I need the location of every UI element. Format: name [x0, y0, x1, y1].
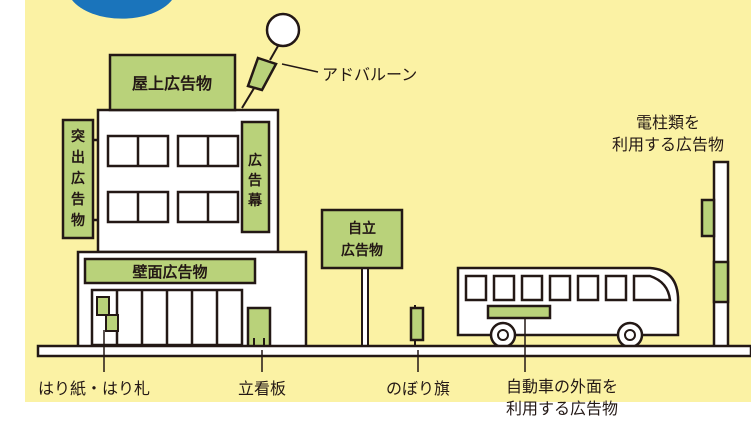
projecting-sign-char: 突	[71, 128, 85, 145]
label-standing-sign: 立看板	[238, 379, 286, 398]
pole-wrap-sign	[712, 260, 730, 304]
bus-ad-panel	[486, 304, 552, 320]
poster	[96, 296, 110, 316]
building	[76, 108, 308, 350]
bus-window	[464, 274, 488, 302]
freestanding-sign-text-2: 広告物	[341, 242, 383, 259]
bus-windshield	[632, 274, 672, 302]
label-vehicle-line2: 利用する広告物	[506, 399, 618, 418]
banner-sign-char: 広	[248, 152, 262, 169]
ad-balloon	[241, 12, 319, 109]
banner-sign-char: 告	[248, 172, 262, 189]
pole-side-sign	[700, 198, 716, 238]
label-vehicle-line1: 自動車の外面を	[506, 377, 618, 396]
banner-sign: 広 告 幕	[240, 120, 271, 234]
projecting-sign-char: 出	[71, 149, 85, 166]
posters	[96, 296, 119, 332]
wall-sign: 壁面広告物	[83, 257, 257, 285]
balloon-banner	[246, 56, 278, 92]
bus-window	[520, 274, 544, 302]
freestanding-sign: 自立 広告物	[320, 208, 404, 351]
freestanding-sign-text-1: 自立	[348, 220, 376, 237]
bus-window	[492, 274, 516, 302]
label-ad-balloon: アドバルーン	[322, 65, 417, 84]
rooftop-sign-text: 屋上広告物	[132, 74, 212, 93]
utility-pole	[700, 160, 730, 354]
bus-window	[604, 274, 628, 302]
nobori-flag	[409, 305, 425, 350]
banner-sign-char: 幕	[247, 192, 263, 209]
poster	[105, 314, 119, 332]
corner-marker	[72, 0, 172, 19]
bus-window	[548, 274, 572, 302]
wall-sign-text: 壁面広告物	[132, 263, 207, 281]
bus	[456, 266, 680, 349]
label-utility-pole-line1: 電柱類を	[636, 113, 700, 132]
rooftop-sign: 屋上広告物	[108, 53, 237, 112]
label-nobori-flag: のぼり旗	[386, 379, 450, 398]
bus-window	[576, 274, 600, 302]
label-utility-pole-line2: 利用する広告物	[612, 135, 724, 154]
label-posters: はり紙・はり札	[38, 379, 150, 398]
sidewalk	[36, 344, 751, 358]
projecting-sign-char: 告	[71, 191, 85, 208]
projecting-sign: 突 出 広 告 物	[61, 118, 98, 240]
projecting-sign-char: 広	[71, 170, 85, 187]
balloon	[265, 12, 301, 48]
projecting-sign-char: 物	[71, 212, 85, 229]
